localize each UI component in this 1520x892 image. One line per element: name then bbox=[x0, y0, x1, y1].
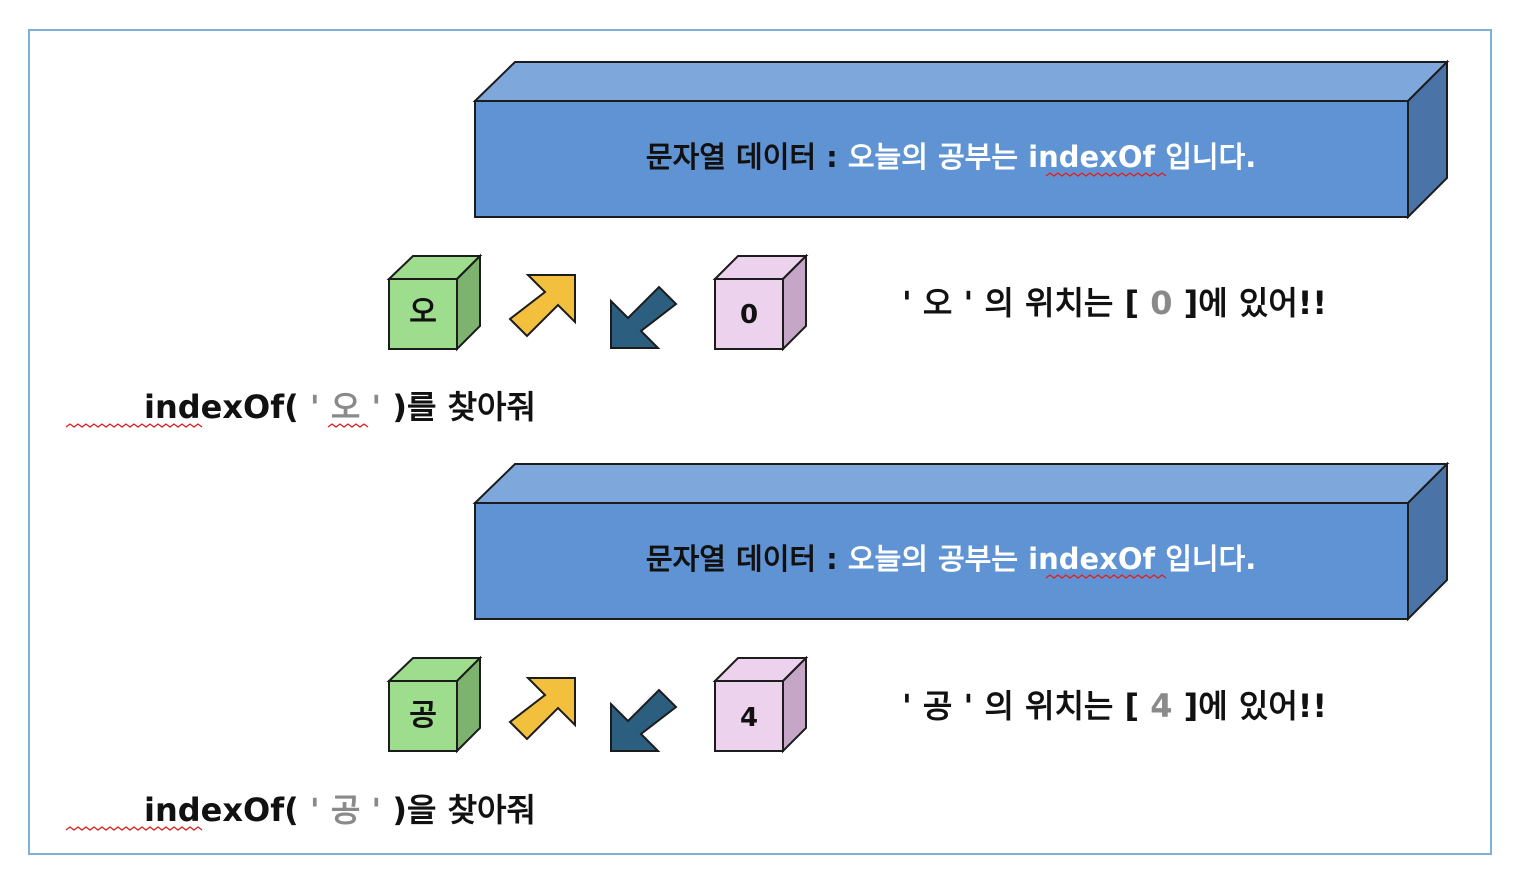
banner-sentence-word: indexOf bbox=[1028, 140, 1155, 174]
result-char: 공 bbox=[923, 687, 952, 725]
index-cube-front bbox=[714, 680, 784, 752]
call-quote-open: ' bbox=[299, 791, 331, 829]
call-char: 공 bbox=[331, 791, 360, 829]
frame-border bbox=[28, 29, 1492, 855]
section-2: 문자열 데이터 : 오늘의 공부는 indexOf 입니다. 공 4 ' 공 '… bbox=[65, 461, 1450, 831]
down-left-arrow-icon bbox=[610, 688, 678, 752]
banner-text: 문자열 데이터 : 오늘의 공부는 indexOf 입니다. bbox=[555, 542, 1327, 576]
result-quote-open: ' bbox=[902, 284, 923, 322]
spellcheck-underline bbox=[327, 423, 369, 428]
index-cube-front bbox=[714, 278, 784, 350]
up-right-arrow-icon bbox=[508, 274, 576, 338]
call-quote-open: ' bbox=[299, 388, 331, 426]
up-right-arrow-icon bbox=[508, 677, 576, 741]
result-char: 오 bbox=[923, 284, 952, 322]
call-quote-close: ' bbox=[360, 791, 392, 829]
banner-sentence-start: 오늘의 공부는 bbox=[848, 542, 1028, 576]
section-1: 문자열 데이터 : 오늘의 공부는 indexOf 입니다. 오 0 ' 오 '… bbox=[65, 59, 1450, 428]
result-text: ' 오 ' 의 위치는 [ 0 ]에 있어!! bbox=[824, 284, 1383, 322]
indexof-call-text: indexOf( ' 오 ' )를 찾아줘 bbox=[66, 388, 592, 426]
banner-sentence-start: 오늘의 공부는 bbox=[848, 140, 1028, 174]
banner-front-face bbox=[474, 100, 1409, 218]
banner-prefix: 문자열 데이터 : bbox=[646, 542, 848, 576]
call-func: indexOf( bbox=[144, 791, 299, 829]
call-tail: 찾아줘 bbox=[436, 791, 535, 829]
call-quote-close: ' bbox=[360, 388, 392, 426]
char-cube-front bbox=[388, 278, 458, 350]
index-cube: 4 bbox=[712, 655, 809, 754]
result-text: ' 공 ' 의 위치는 [ 4 ]에 있어!! bbox=[824, 687, 1383, 725]
index-cube-label: 4 bbox=[740, 703, 758, 733]
index-cube: 0 bbox=[712, 253, 809, 352]
char-cube-label: 공 bbox=[409, 698, 437, 733]
index-cube-label: 0 bbox=[740, 300, 758, 330]
down-left-arrow-icon bbox=[610, 285, 678, 349]
char-cube: 오 bbox=[386, 253, 483, 352]
call-tail: 찾아줘 bbox=[436, 388, 535, 426]
char-cube-label: 오 bbox=[409, 295, 437, 330]
indexof-call-text: indexOf( ' 공 ' )을 찾아줘 bbox=[66, 791, 592, 829]
call-char: 오 bbox=[331, 388, 360, 426]
result-index: 4 bbox=[1150, 687, 1172, 725]
banner-sentence-end: 입니다. bbox=[1155, 140, 1256, 174]
spellcheck-underline bbox=[65, 423, 203, 428]
spellcheck-underline bbox=[1045, 574, 1167, 579]
call-close: )를 bbox=[392, 388, 436, 426]
call-close: )을 bbox=[392, 791, 436, 829]
banner-sentence-word: indexOf bbox=[1028, 542, 1155, 576]
char-cube-front bbox=[388, 680, 458, 752]
result-quote-open: ' bbox=[902, 687, 923, 725]
spellcheck-underline bbox=[1045, 172, 1167, 177]
banner-top-face bbox=[472, 61, 1450, 102]
banner-sentence-end: 입니다. bbox=[1155, 542, 1256, 576]
banner-top-face bbox=[472, 463, 1450, 504]
banner-prefix: 문자열 데이터 : bbox=[646, 140, 848, 174]
result-index: 0 bbox=[1150, 284, 1172, 322]
result-quote-close: ' 의 위치는 [ bbox=[952, 284, 1150, 322]
result-tail: ]에 있어!! bbox=[1173, 687, 1327, 725]
banner-text: 문자열 데이터 : 오늘의 공부는 indexOf 입니다. bbox=[555, 140, 1327, 174]
result-quote-close: ' 의 위치는 [ bbox=[952, 687, 1150, 725]
call-func: indexOf( bbox=[144, 388, 299, 426]
result-tail: ]에 있어!! bbox=[1173, 284, 1327, 322]
spellcheck-underline bbox=[65, 826, 203, 831]
string-data-banner: 문자열 데이터 : 오늘의 공부는 indexOf 입니다. bbox=[472, 59, 1450, 220]
char-cube: 공 bbox=[386, 655, 483, 754]
string-data-banner: 문자열 데이터 : 오늘의 공부는 indexOf 입니다. bbox=[472, 461, 1450, 622]
banner-front-face bbox=[474, 502, 1409, 620]
